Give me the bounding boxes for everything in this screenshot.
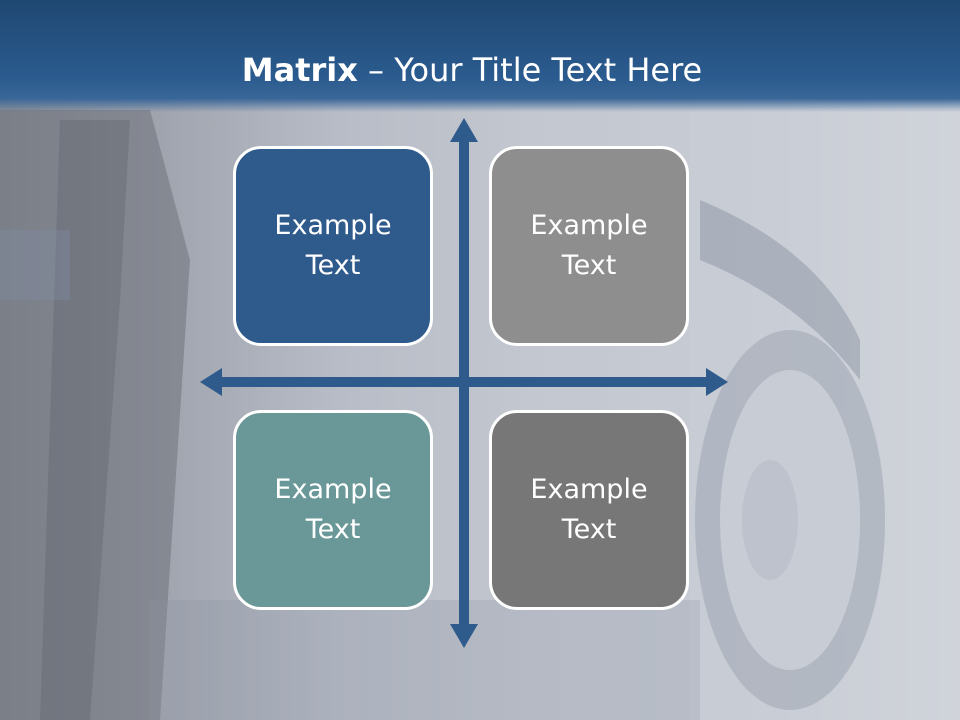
cell-label: Example Text xyxy=(530,474,648,545)
matrix-cell-top-left: Example Text xyxy=(233,146,433,346)
arrow-up xyxy=(450,118,478,142)
cell-label: Example Text xyxy=(274,210,392,281)
arrow-right xyxy=(706,368,728,396)
matrix-cell-bottom-left: Example Text xyxy=(233,410,433,610)
header-band xyxy=(0,0,960,112)
arrow-down xyxy=(450,624,478,648)
cell-label: Example Text xyxy=(274,474,392,545)
slide-title: Matrix – Your Title Text Here xyxy=(0,48,944,92)
horizontal-axis-line xyxy=(218,377,708,387)
arrow-left xyxy=(200,368,222,396)
title-rest: – Your Title Text Here xyxy=(357,51,703,89)
cell-label: Example Text xyxy=(530,210,648,281)
matrix-cell-bottom-right: Example Text xyxy=(489,410,689,610)
matrix-cell-top-right: Example Text xyxy=(489,146,689,346)
title-bold: Matrix xyxy=(241,51,358,89)
